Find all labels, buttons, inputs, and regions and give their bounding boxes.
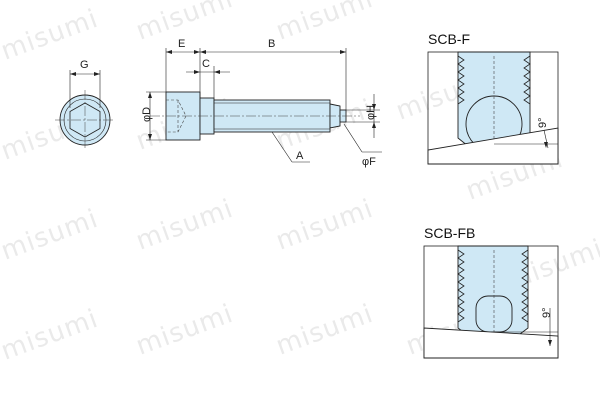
socket-hidden-line [166, 99, 187, 133]
c-label: C [202, 58, 210, 70]
b-arrow-left [200, 50, 206, 54]
g-arrow-left [70, 72, 76, 76]
e-arrow-right [194, 50, 200, 54]
d-arrow-top [148, 92, 152, 98]
scb-f-angle: 9° [537, 117, 549, 128]
end-view: G [55, 59, 115, 150]
h-label: φH [365, 105, 377, 120]
side-view: E B C φD φH A φF [141, 38, 382, 168]
h-arrow-top [372, 104, 376, 110]
scb-fb-title: SCB-FB [424, 225, 475, 241]
g-arrow-right [94, 72, 100, 76]
watermark-text: misumi [0, 304, 102, 367]
h-arrow-bottom [372, 122, 376, 128]
scb-fb-angle: 9° [541, 307, 553, 318]
a-leader [271, 131, 293, 163]
watermark-text: misumi [0, 4, 102, 67]
d-label: φD [141, 107, 153, 122]
f-leader [343, 123, 363, 153]
d-arrow-bottom [148, 134, 152, 140]
detail-scb-fb: SCB-FB 9° [423, 225, 559, 359]
scb-fb-thread-left [457, 249, 465, 323]
b-arrow-right [340, 50, 346, 54]
watermark-text: misumi [132, 194, 237, 257]
a-label: A [296, 150, 304, 162]
scb-f-angle-arc [543, 129, 549, 149]
c-arrow-left [194, 70, 200, 74]
scb-fb-angle-arrow [548, 340, 552, 346]
scb-f-thread-right [523, 55, 531, 105]
scb-f-thread-left [457, 55, 465, 105]
g-label: G [80, 59, 89, 71]
f-label: φF [362, 156, 376, 168]
watermark-text: misumi [272, 0, 377, 47]
scb-f-surface [427, 127, 559, 165]
watermark-text: misumi [272, 194, 377, 257]
e-label: E [178, 38, 185, 50]
scb-f-title: SCB-F [428, 31, 470, 47]
detail-scb-f: SCB-F 9° [427, 31, 559, 165]
e-arrow-left [166, 50, 172, 54]
watermark-text: misumi [0, 204, 102, 267]
scb-fb-surface [423, 327, 559, 359]
scb-fb-thread-right [521, 249, 529, 323]
watermark-text: misumi [272, 299, 377, 362]
watermark-text: misumi [132, 299, 237, 362]
hex-socket [69, 102, 101, 138]
c-arrow-right [214, 70, 220, 74]
b-label: B [268, 38, 275, 50]
scb-f-angle-arrow [544, 142, 548, 148]
